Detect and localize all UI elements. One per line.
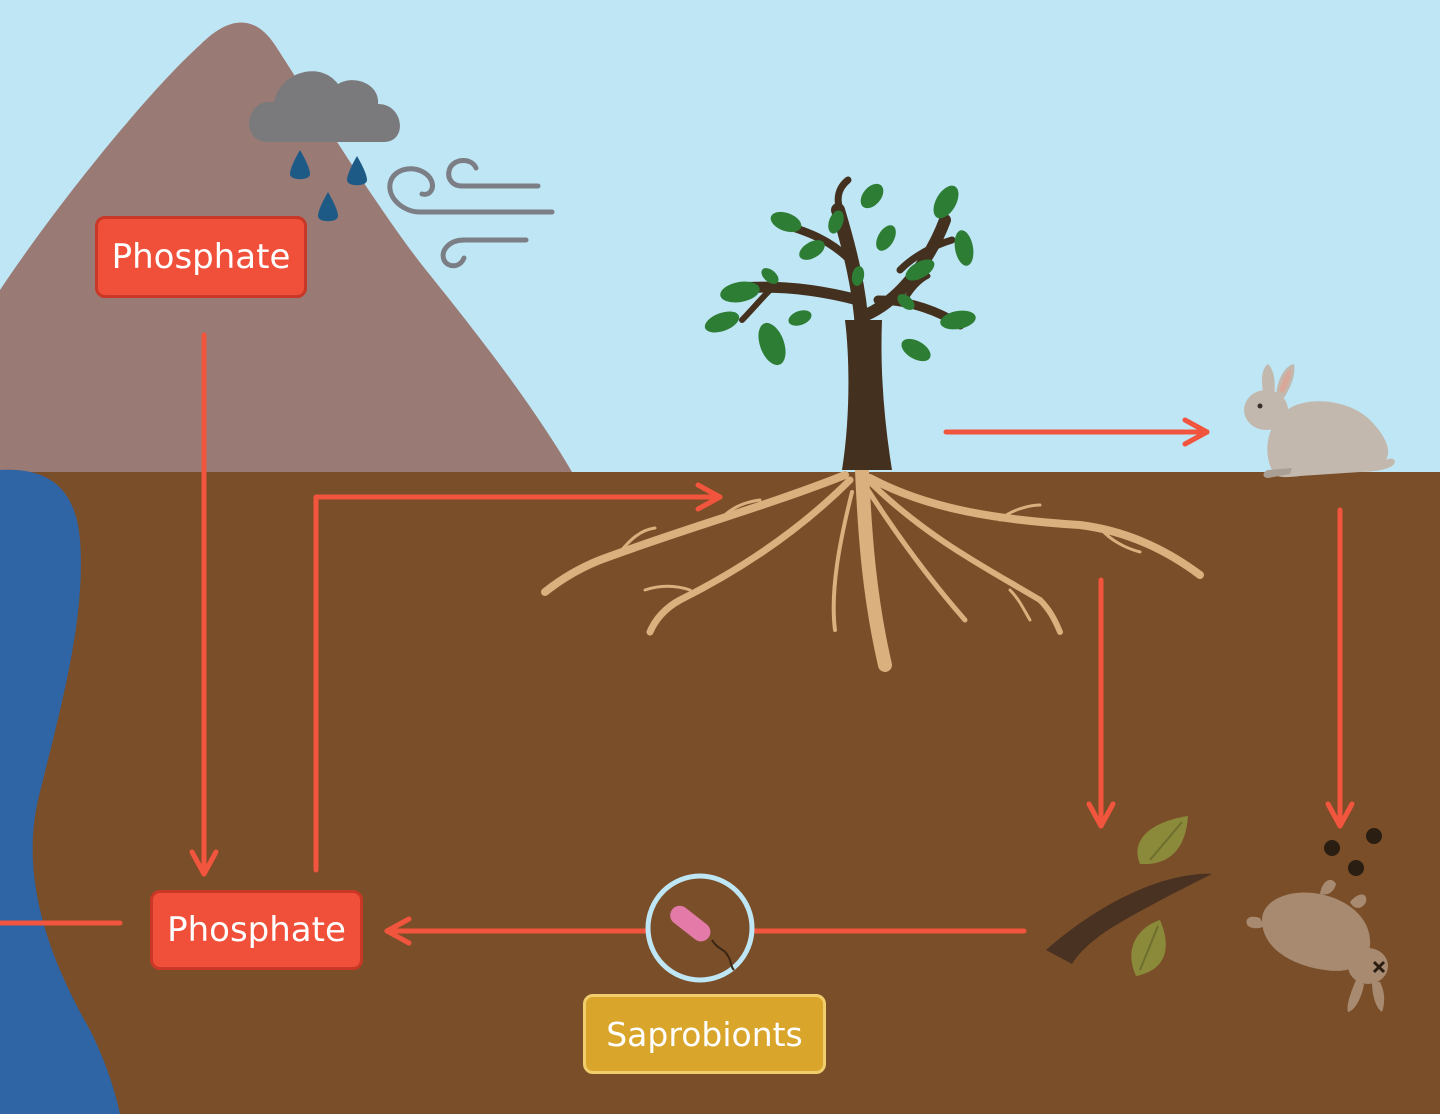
cycle-arrows [0, 332, 1355, 946]
water-body [0, 469, 120, 1114]
tree-icon [704, 176, 976, 470]
roots-icon [541, 463, 1204, 672]
fallen-branch-icon [1046, 816, 1212, 976]
phosphate-soil-label: Phosphate [150, 890, 363, 970]
bacterium-icon [645, 873, 755, 983]
cloud-icon [249, 71, 400, 142]
arrow-soil-to-roots [313, 482, 723, 873]
saprobionts-label: Saprobionts [583, 994, 826, 1074]
wind-icon [387, 158, 555, 269]
phosphate-rock-label: Phosphate [95, 216, 307, 298]
raindrop-icon [290, 150, 367, 222]
droppings-icon [1324, 828, 1382, 876]
dead-rabbit-icon [1246, 879, 1388, 1012]
rabbit-icon [1244, 364, 1395, 478]
